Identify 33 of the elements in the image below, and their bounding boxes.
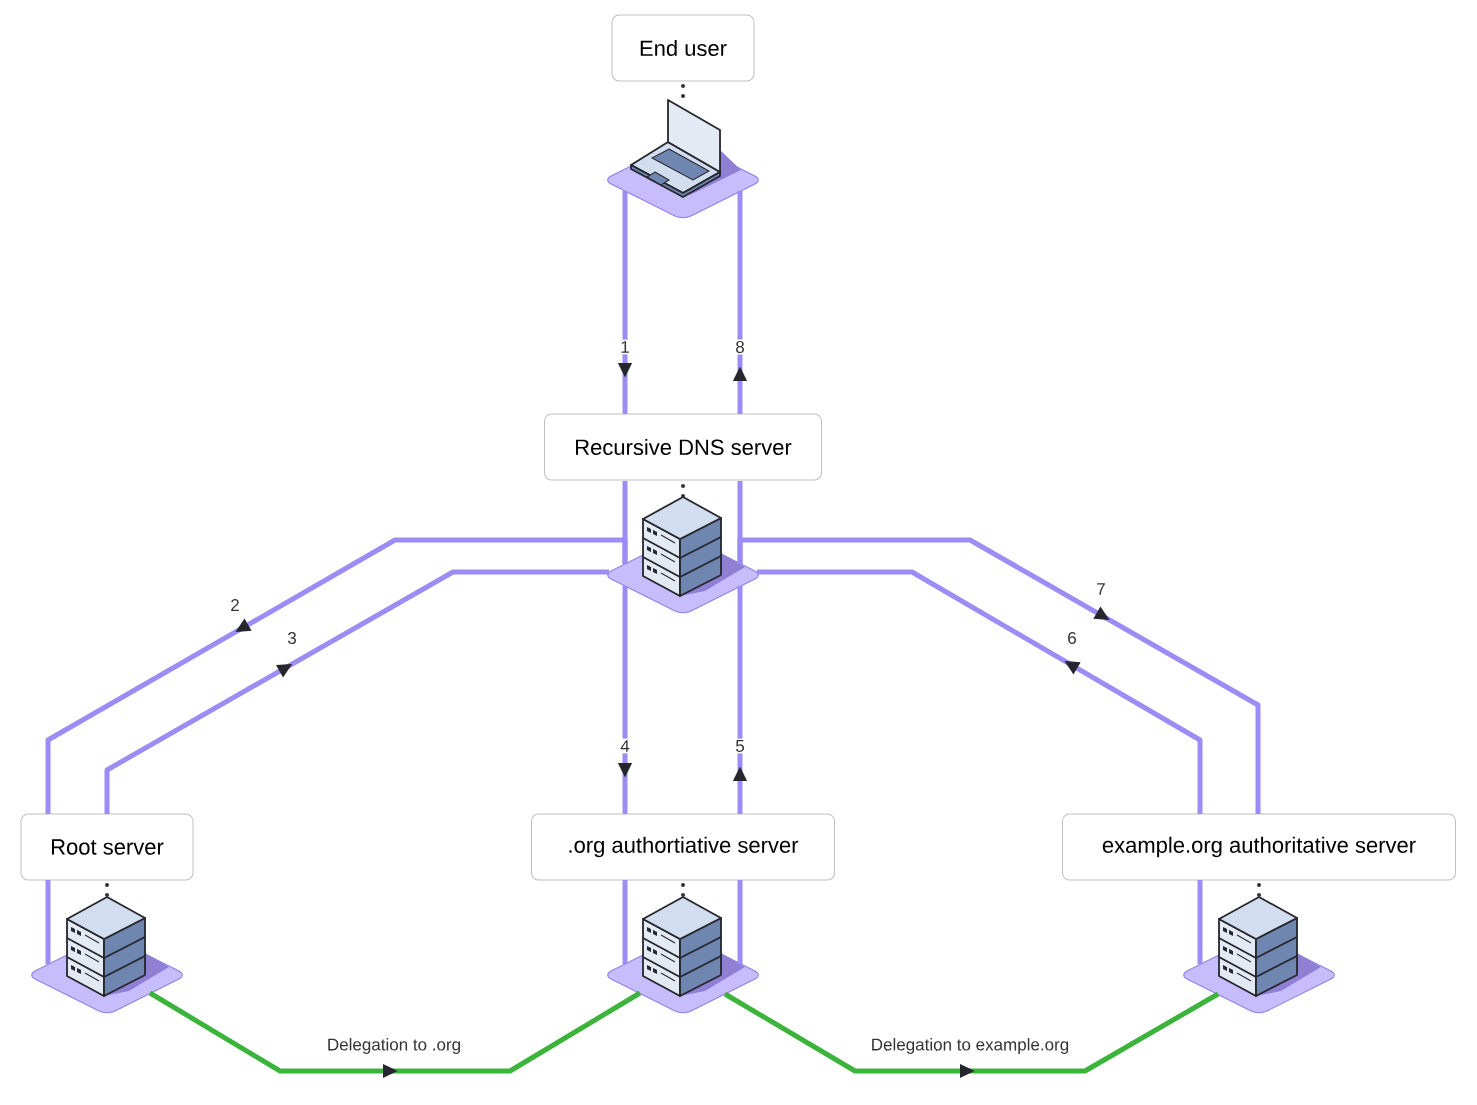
connector-line bbox=[622, 880, 628, 964]
connector-line bbox=[45, 880, 51, 964]
connector-line bbox=[737, 880, 743, 964]
arrow bbox=[757, 569, 1203, 814]
server-drawing bbox=[31, 896, 183, 1014]
connector-line bbox=[681, 484, 685, 499]
laptop-drawing bbox=[607, 99, 759, 219]
connector-line bbox=[105, 883, 109, 898]
server-drawing bbox=[607, 896, 759, 1014]
connector-line bbox=[681, 883, 685, 898]
connector-line bbox=[622, 481, 628, 564]
label-box: Recursive DNS server bbox=[544, 413, 822, 481]
edge-label: Delegation to .org bbox=[325, 1036, 463, 1056]
connector-line bbox=[681, 84, 685, 99]
label-box: .org authortiative server bbox=[531, 813, 835, 881]
edge-label: 3 bbox=[285, 630, 299, 646]
connector-line bbox=[1197, 880, 1203, 964]
edge-label: 2 bbox=[228, 597, 242, 613]
label-box: End user bbox=[611, 14, 755, 82]
edge-label: Delegation to example.org bbox=[869, 1036, 1071, 1056]
edge-label: 8 bbox=[733, 339, 747, 355]
edge-label: 6 bbox=[1065, 630, 1079, 646]
connector-line bbox=[1257, 883, 1261, 898]
label-box: example.org authoritative server bbox=[1062, 813, 1456, 881]
label-box: Root server bbox=[20, 813, 194, 881]
edge-label: 7 bbox=[1094, 581, 1108, 597]
edge-label: 1 bbox=[618, 339, 632, 355]
server-drawing bbox=[607, 496, 759, 614]
connector-line bbox=[737, 481, 743, 564]
edge-label: 4 bbox=[618, 738, 632, 754]
arrow bbox=[104, 569, 609, 814]
server-drawing bbox=[1183, 896, 1335, 1014]
edge-label: 5 bbox=[733, 738, 747, 754]
